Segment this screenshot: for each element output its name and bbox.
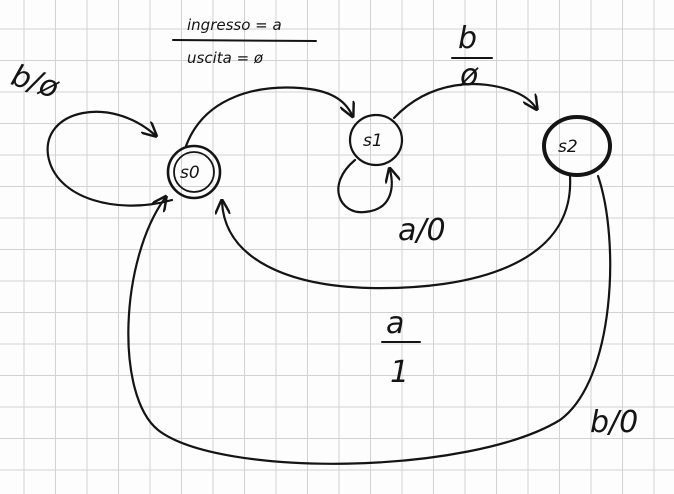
edge-s2-s0-b xyxy=(127,174,612,465)
state-s1: s1 xyxy=(348,113,404,167)
label-s1-s2-top: b xyxy=(458,21,477,56)
state-s0-label: s0 xyxy=(180,163,200,183)
state-s2: s2 xyxy=(542,115,612,177)
state-s0: s0 xyxy=(166,144,222,200)
label-s1-s2-bottom: ø xyxy=(459,58,479,93)
label-s2-s0-a-top: a xyxy=(386,306,404,341)
initial-note-top: ingresso = a xyxy=(187,16,282,34)
initial-note-bottom: uscita = ø xyxy=(187,49,264,67)
edge-s0-s1 xyxy=(184,86,352,148)
edge-s1-self xyxy=(337,158,391,214)
label-s2-s0-a-bottom: 1 xyxy=(390,355,409,390)
label-s2-s0-b: b/0 xyxy=(590,405,638,440)
state-s2-label: s2 xyxy=(558,137,578,157)
label-s0-self: b/ø xyxy=(7,58,64,106)
edge-s0-self xyxy=(46,110,174,207)
label-s1-self: a/0 xyxy=(398,213,446,248)
edge-s1-s2 xyxy=(392,82,536,120)
state-s1-label: s1 xyxy=(363,131,383,151)
label-s1-s2: b ø xyxy=(451,21,493,93)
initial-note: ingresso = a uscita = ø xyxy=(172,16,317,67)
label-s2-s0-a: a 1 xyxy=(381,306,421,390)
edge-s2-s0-a xyxy=(222,174,572,290)
